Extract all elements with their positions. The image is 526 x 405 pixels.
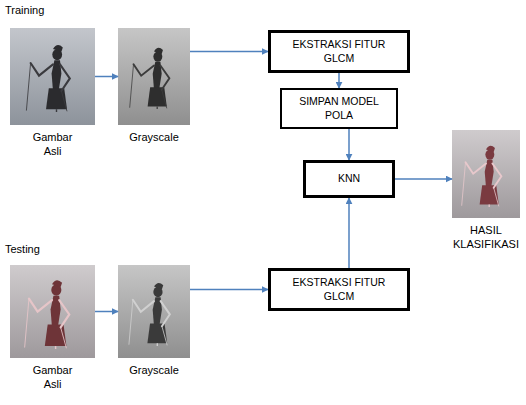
box-label: KNN [338,172,360,185]
box-label: EKSTRAKSI FITUR GLCM [289,38,389,64]
image-caption: Gambar Asli [26,131,80,159]
process-box: SIMPAN MODEL POLA [280,88,398,129]
flow-arrow [190,51,268,53]
flow-arrow [95,311,118,313]
flow-arrow [338,73,340,88]
image-caption: Gambar Asli [26,364,80,392]
box-label: SIMPAN MODEL POLA [294,95,384,121]
process-box: EKSTRAKSI FITUR GLCM [268,30,410,73]
flow-arrow [348,129,350,160]
flow-arrow [395,178,452,180]
image-node: Grayscale [118,265,190,358]
flow-arrow [190,289,268,291]
image-node: Grayscale [118,28,190,125]
process-box: KNN [303,160,395,198]
section-label: Testing [5,243,40,255]
box-label: EKSTRAKSI FITUR GLCM [289,276,389,302]
image-caption: Grayscale [119,131,189,145]
flow-arrow [95,76,118,78]
image-node: Gambar Asli [10,265,95,358]
section-label: Training [5,4,44,16]
image-node: Gambar Asli [10,28,95,125]
image-caption: HASIL KLASIFIKASI [450,224,522,252]
process-box: EKSTRAKSI FITUR GLCM [268,268,410,311]
image-caption: Grayscale [119,364,189,378]
flow-arrow [348,198,350,268]
image-node: HASIL KLASIFIKASI [452,130,520,218]
